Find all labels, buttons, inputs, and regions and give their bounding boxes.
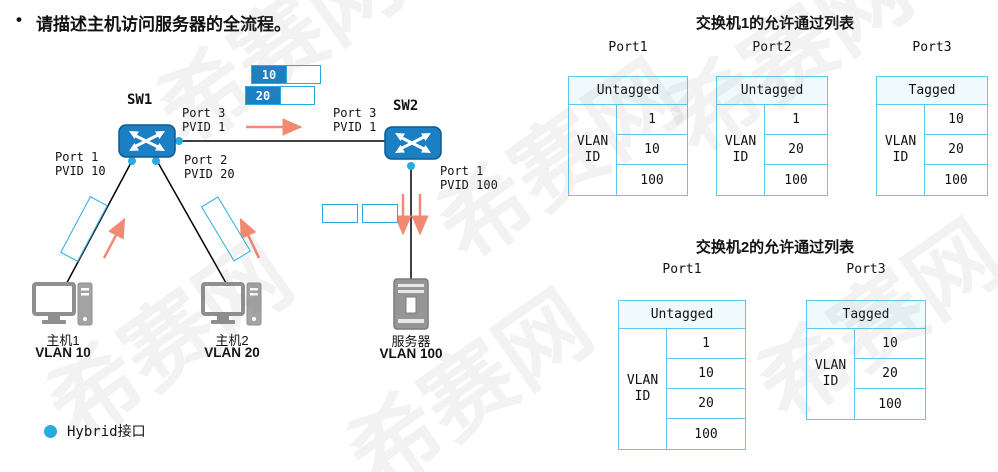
hybrid-dot-icon bbox=[44, 424, 57, 438]
host2-name: 主机2 bbox=[215, 333, 249, 348]
link-sw1-host1 bbox=[62, 158, 134, 291]
vlan-cell: 10 bbox=[925, 105, 987, 135]
sw2-port1-caption: Port1 bbox=[662, 262, 702, 277]
sw1-port2-caption: Port2 bbox=[752, 40, 792, 55]
sw2-label: SW2 bbox=[393, 98, 419, 114]
vlan-cell: 100 bbox=[784, 172, 808, 188]
sw1-label: SW1 bbox=[127, 92, 153, 108]
vlan-cell: 100 bbox=[944, 172, 968, 188]
sw2-port3-caption: Port3 bbox=[846, 262, 886, 277]
server-name: 服务器 bbox=[391, 334, 431, 349]
vlan-table-sw1-port3: Tagged VLAN ID 10 20 100 bbox=[876, 76, 988, 196]
mode-header: Untagged bbox=[569, 77, 687, 105]
vlan-table-sw2-port3: Tagged VLAN ID 10 20 100 bbox=[806, 300, 926, 420]
host1-name: 主机1 bbox=[46, 333, 80, 348]
hybrid-legend-label: Hybrid接口 bbox=[67, 424, 146, 440]
server-icon bbox=[391, 277, 431, 336]
bullet-glyph: • bbox=[16, 10, 22, 29]
vlan-cell: 10 bbox=[855, 329, 925, 359]
vlan-cell: 20 bbox=[667, 389, 745, 419]
vlan-cell: 1 bbox=[667, 329, 745, 359]
vlan-tag-value: 10 bbox=[251, 65, 287, 84]
mode-header: Tagged bbox=[807, 301, 925, 329]
sw1-port1-caption: Port1 bbox=[608, 40, 648, 55]
switch-sw2-icon bbox=[384, 124, 442, 167]
vlan-id-label: VLAN ID bbox=[877, 105, 925, 195]
vlan-cell: 100 bbox=[640, 172, 664, 188]
vlan-cell: 1 bbox=[765, 105, 827, 135]
vlan-id-label: VLAN ID bbox=[569, 105, 617, 195]
vlan-cell: 1 bbox=[617, 105, 687, 135]
vlan-cell: 20 bbox=[925, 135, 987, 165]
sw2-allow-list-title: 交换机2的允许通过列表 bbox=[695, 239, 855, 256]
server-vlan: VLAN 100 bbox=[379, 346, 443, 361]
link-sw1-host2 bbox=[155, 158, 231, 291]
flow-arrow-host2 bbox=[239, 217, 261, 259]
vlan-table-sw1-port2: Untagged VLAN ID 1 20 100 bbox=[716, 76, 828, 196]
switch-sw1-icon bbox=[118, 122, 176, 165]
mode-header: Untagged bbox=[717, 77, 827, 105]
vlan-table-sw2-port1: Untagged VLAN ID 1 10 20 100 bbox=[618, 300, 746, 450]
vlan-cell: 10 bbox=[667, 359, 745, 389]
vlan-id-label: VLAN ID bbox=[717, 105, 765, 195]
host2-icon bbox=[201, 281, 263, 336]
tagged-frame-vlan10: 10 bbox=[251, 65, 321, 84]
vlan-tag-value: 20 bbox=[245, 86, 281, 105]
vlan-cell: 20 bbox=[765, 135, 827, 165]
hybrid-port-dot bbox=[407, 162, 415, 170]
host2-vlan: VLAN 20 bbox=[204, 345, 260, 360]
question-line: • 请描述主机访问服务器的全流程。 bbox=[16, 10, 291, 35]
vlan-cell: 100 bbox=[878, 396, 902, 412]
hybrid-port-dot bbox=[175, 137, 183, 145]
mode-header: Tagged bbox=[877, 77, 987, 105]
vlan-id-label: VLAN ID bbox=[619, 329, 667, 449]
untagged-frame-server-1 bbox=[322, 204, 358, 223]
vlan-id-label: VLAN ID bbox=[807, 329, 855, 419]
question-text: 请描述主机访问服务器的全流程。 bbox=[35, 15, 291, 34]
untagged-frame-server-2 bbox=[362, 204, 398, 223]
sw1-port3-caption: Port3 bbox=[912, 40, 952, 55]
hybrid-port-dot bbox=[128, 157, 136, 165]
mode-header: Untagged bbox=[619, 301, 745, 329]
frame-payload bbox=[287, 65, 321, 84]
hybrid-port-dot bbox=[152, 157, 160, 165]
sw1-allow-list-title: 交换机1的允许通过列表 bbox=[695, 15, 855, 32]
frame-payload bbox=[281, 86, 315, 105]
tagged-frame-vlan20: 20 bbox=[245, 86, 315, 105]
vlan-table-sw1-port1: Untagged VLAN ID 1 10 100 bbox=[568, 76, 688, 196]
host1-vlan: VLAN 10 bbox=[35, 345, 91, 360]
hybrid-legend: Hybrid接口 bbox=[44, 421, 146, 441]
flow-arrow-host1 bbox=[102, 217, 126, 259]
host1-icon bbox=[32, 281, 94, 336]
vlan-cell: 10 bbox=[617, 135, 687, 165]
vlan-cell: 100 bbox=[694, 426, 718, 442]
topology-wires bbox=[62, 118, 429, 291]
vlan-cell: 20 bbox=[855, 359, 925, 389]
